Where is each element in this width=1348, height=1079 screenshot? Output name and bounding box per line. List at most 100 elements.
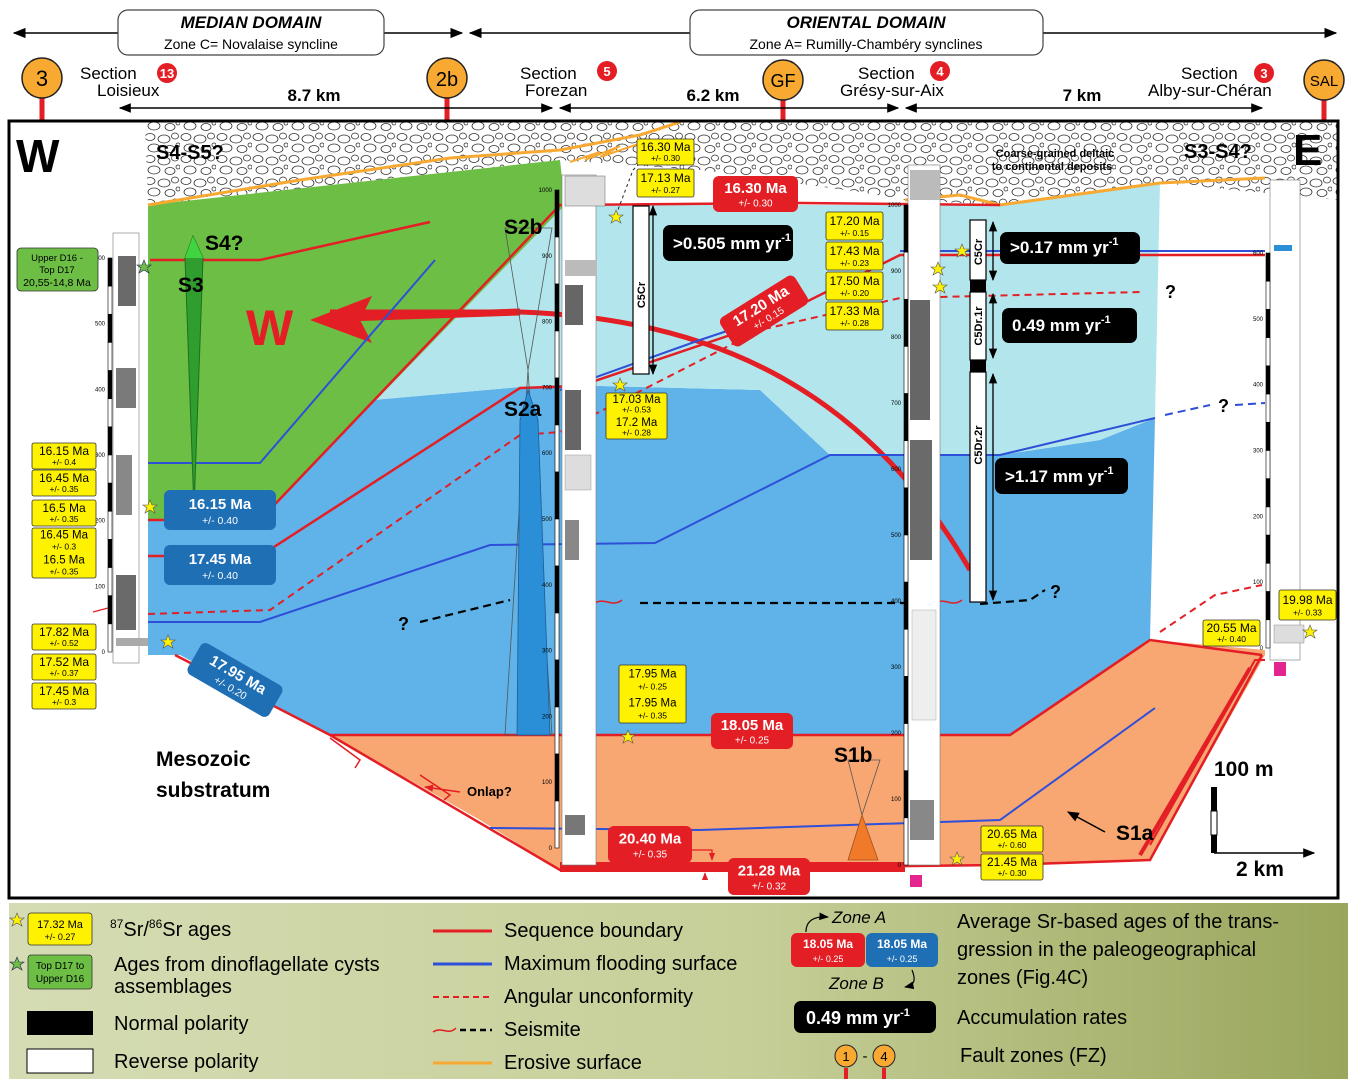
log-alby-bed-2 <box>1273 624 1305 644</box>
y11-age: 16.45 Ma <box>40 530 89 542</box>
y12-err: +/- 0.52 <box>49 638 78 648</box>
west-label: W <box>16 130 60 182</box>
y16-age: 19.98 Ma <box>1282 593 1332 607</box>
depth-scale-bars: 6005004003002001000100090080070060050040… <box>95 188 1271 869</box>
y12-age: 17.82 Ma <box>39 625 89 639</box>
forezan-scale-segment <box>554 283 560 332</box>
forezan-tick-label: 900 <box>542 254 553 260</box>
y3-err: +/- 0.15 <box>840 228 869 238</box>
forezan-scale-segment <box>554 518 560 567</box>
gresy-tick-label: 300 <box>891 665 902 671</box>
r3-err: +/- 0.25 <box>735 736 770 747</box>
alby-tick-label: 300 <box>1253 449 1264 455</box>
legend-dino-line-1: Top D17 to <box>36 961 85 972</box>
legend-zone-blue-box <box>866 933 938 967</box>
legend-zone-red-age: 18.05 Ma <box>803 937 853 951</box>
angular-unconformity-2 <box>1159 584 1263 633</box>
gresy-tick-label: 900 <box>891 269 902 275</box>
dino-age-line-2: Top D17 <box>39 265 74 276</box>
legend-star-icon <box>9 912 25 927</box>
section-5-label: Section <box>520 64 577 83</box>
log-forezan-bed-4 <box>565 390 581 450</box>
star-icon <box>160 634 176 649</box>
log-forezan-bed-7 <box>565 815 585 835</box>
rate1-box: >0.505 mm yr-1 <box>663 225 793 261</box>
domain-header: MEDIAN DOMAIN Zone C= Novalaise syncline… <box>12 9 1338 56</box>
legend-reverse-swatch <box>26 1048 94 1074</box>
y10-age-box: 16.5 Ma+/- 0.35 <box>31 499 97 527</box>
star-icon <box>930 261 946 276</box>
log-forezan-bed-5 <box>564 454 592 491</box>
mesozoic-label-2: substratum <box>156 779 270 802</box>
gresy-scale-segment <box>903 346 909 394</box>
rate4-label: >1.17 mm yr-1 <box>1005 465 1114 486</box>
legend-normal-label: Normal polarity <box>114 1013 248 1035</box>
y2-age-box: 17.13 Ma+/- 0.27 <box>636 168 695 198</box>
fault-marker-sal-label: SAL <box>1310 73 1338 90</box>
fault-markers: 3 2b GF SAL <box>21 57 1345 122</box>
mesozoic-label-1: Mesozoic <box>156 748 251 771</box>
east-label: E <box>1293 126 1322 175</box>
y19-age-box: 21.45 Ma+/- 0.30 <box>980 853 1044 881</box>
forezan-tick-label: 500 <box>542 517 553 523</box>
alby-scale-segment <box>1265 309 1271 338</box>
b2-err: +/- 0.40 <box>202 570 238 582</box>
alby-tick-label: 0 <box>1260 646 1264 652</box>
y4-age-box: 17.43 Ma+/- 0.23 <box>825 241 884 271</box>
main-panel: 6005004003002001000100090080070060050040… <box>7 119 1340 900</box>
gresy-scale-segment <box>903 251 909 300</box>
mfs-s2a <box>148 417 1156 623</box>
star-icon <box>608 209 624 224</box>
r4-err: +/- 0.35 <box>633 849 668 860</box>
y16-age-box: 19.98 Ma+/- 0.33 <box>1278 589 1337 621</box>
legend-zone-blue-age: 18.05 Ma <box>877 937 927 951</box>
alby-scale-segment <box>1265 563 1271 592</box>
gresy-tick-label: 400 <box>891 599 902 605</box>
legend-bg <box>9 903 1348 1079</box>
forezan-tick-label: 400 <box>542 583 553 589</box>
left-scale-segment <box>107 567 113 597</box>
forezan-scale-segment <box>554 189 560 238</box>
deltaic-label-1: Coarse-grained deltaic <box>996 148 1115 160</box>
legend-fault-dash: - <box>863 1048 868 1065</box>
legend-dino-line-2: Upper D16 <box>36 974 85 985</box>
y16-box-bg <box>1278 589 1337 621</box>
section-13-number: 13 <box>160 66 174 81</box>
star-icon <box>932 279 948 294</box>
y9-age: 16.45 Ma <box>39 471 89 485</box>
log-alby-base <box>1274 662 1286 676</box>
y6-age: 17.33 Ma <box>829 304 879 318</box>
left-tick-label: 400 <box>95 387 106 393</box>
log-gresy-bed-3 <box>910 440 932 560</box>
rate2-bg <box>1000 232 1140 264</box>
section-13-badge <box>157 63 177 83</box>
polarity-gresy-normal-2 <box>970 360 986 372</box>
conglomerate-band <box>145 121 1338 205</box>
left-tick-label: 500 <box>95 322 106 328</box>
green-unit-s3 <box>148 160 565 520</box>
rate3-box: 0.49 mm yr-1 <box>1002 308 1137 343</box>
gresy-scale-segment <box>903 487 909 536</box>
section-5-number: 5 <box>603 64 610 79</box>
polarity-gresy-normal-1 <box>970 280 986 292</box>
seismite-squiggle-1 <box>594 599 623 604</box>
s1a-arrow <box>1066 811 1106 833</box>
alby-scale-segment <box>1265 506 1271 536</box>
section-3-badge <box>1254 63 1274 83</box>
y2-age: 17.13 Ma <box>640 171 690 185</box>
y8-err: +/- 0.4 <box>52 457 77 467</box>
forezan-tick-label: 300 <box>542 649 553 655</box>
y8-box-bg <box>31 442 97 470</box>
dino-age-box <box>16 247 99 292</box>
b2-box-bg <box>164 545 276 585</box>
dino-age-line-1: Upper D16 - <box>31 253 83 264</box>
legend-zone-b: Zone B <box>828 974 884 993</box>
median-domain-subtitle: Zone C= Novalaise syncline <box>164 36 338 52</box>
star-icon <box>620 729 636 744</box>
r3-age-box: 18.05 Ma+/- 0.25 <box>711 713 793 749</box>
forezan-tick-label: 700 <box>542 385 553 391</box>
alby-tick-label: 500 <box>1253 317 1264 323</box>
